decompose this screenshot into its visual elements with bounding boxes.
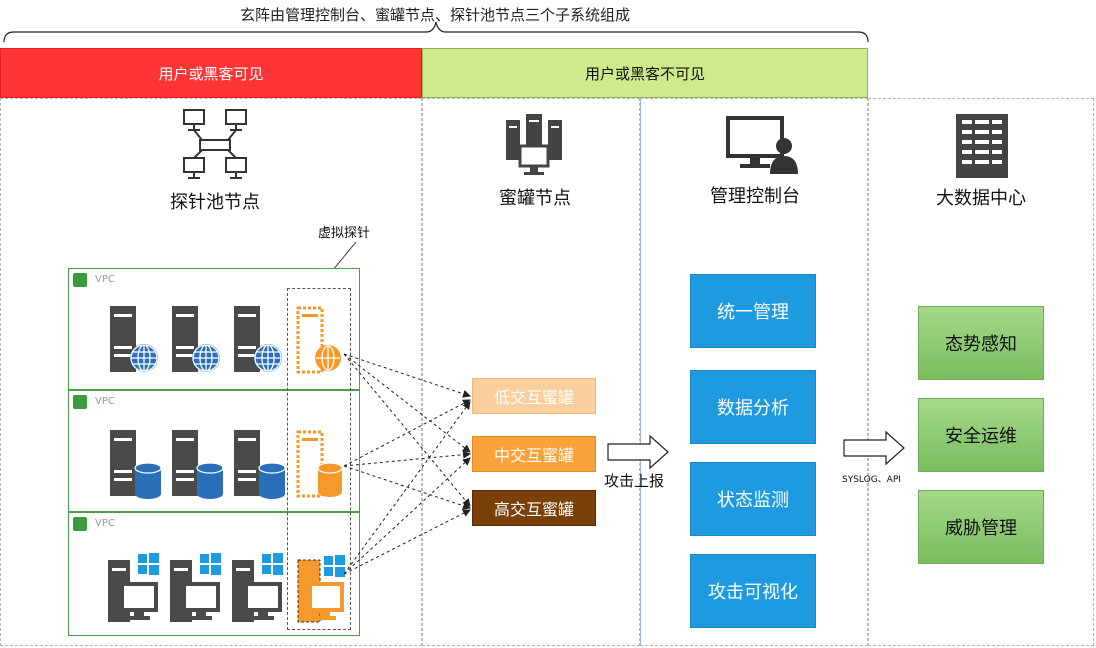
windows-host-row (106, 553, 345, 624)
virtual-db-probe-icon (296, 430, 343, 498)
workstation-icon (106, 558, 158, 624)
virtual-host-probe-icon (297, 555, 345, 623)
attack-report-label: 攻击上报 (604, 472, 665, 490)
database-icon (134, 462, 162, 500)
workstation-icon (230, 558, 282, 624)
network-topology-icon (183, 109, 247, 179)
workstation-icon (168, 558, 220, 624)
syslog-api-label: SYSLOG、API (842, 475, 901, 485)
database-icon (258, 462, 286, 500)
admin-monitor-icon (726, 116, 798, 174)
windows-logo-icon (138, 553, 159, 575)
management-column-title: 管理控制台 (710, 186, 800, 207)
data-analysis-box: 数据分析 (690, 370, 816, 444)
server-cluster-icon (506, 114, 562, 175)
virtual-probe-label: 虚拟探针 (318, 226, 371, 241)
web-server-row (110, 306, 341, 374)
status-monitoring-box: 状态监测 (690, 462, 816, 536)
server-icon (234, 430, 260, 496)
medium-interaction-honeypot: 中交互蜜罐 (472, 436, 596, 472)
windows-logo-icon (262, 553, 283, 575)
unified-management-box: 统一管理 (690, 274, 816, 348)
visible-header-label: 用户或黑客可见 (158, 64, 264, 83)
bigdata-column (868, 98, 1094, 646)
diagram-title: 玄阵由管理控制台、蜜罐节点、探针池节点三个子系统组成 (239, 6, 630, 24)
cloud-icon (73, 273, 87, 287)
high-interaction-honeypot: 高交互蜜罐 (472, 490, 596, 526)
cloud-icon (73, 395, 87, 409)
globe-icon (191, 343, 221, 373)
management-column (640, 98, 868, 646)
probe-column-title: 探针池节点 (170, 192, 260, 213)
honeypot-column-title: 蜜罐节点 (499, 188, 571, 209)
threat-management-box: 威胁管理 (918, 490, 1044, 564)
visible-header: 用户或黑客可见 (0, 48, 422, 98)
server-icon (110, 430, 136, 496)
honeypot-column (422, 98, 640, 646)
bigdata-column-title: 大数据中心 (936, 188, 1026, 209)
virtual-probe-group (287, 288, 351, 630)
db-server-row (110, 430, 343, 500)
database-icon (196, 462, 224, 500)
vpc-label: VPC (95, 396, 115, 407)
attack-visualization-box: 攻击可视化 (690, 554, 816, 628)
globe-icon (129, 343, 159, 373)
invisible-header: 用户或黑客不可见 (422, 48, 868, 98)
invisible-header-label: 用户或黑客不可见 (584, 64, 705, 83)
server-icon (172, 430, 198, 496)
globe-icon (253, 343, 283, 373)
cloud-icon (73, 517, 87, 531)
building-icon (956, 114, 1008, 178)
virtual-web-probe-icon (296, 306, 341, 374)
vpc-label: VPC (95, 274, 115, 285)
situation-awareness-box: 态势感知 (918, 306, 1044, 380)
low-interaction-honeypot: 低交互蜜罐 (472, 378, 596, 414)
title-brace (3, 21, 869, 43)
windows-logo-icon (200, 553, 221, 575)
vpc-label: VPC (95, 518, 115, 529)
security-operations-box: 安全运维 (918, 398, 1044, 472)
